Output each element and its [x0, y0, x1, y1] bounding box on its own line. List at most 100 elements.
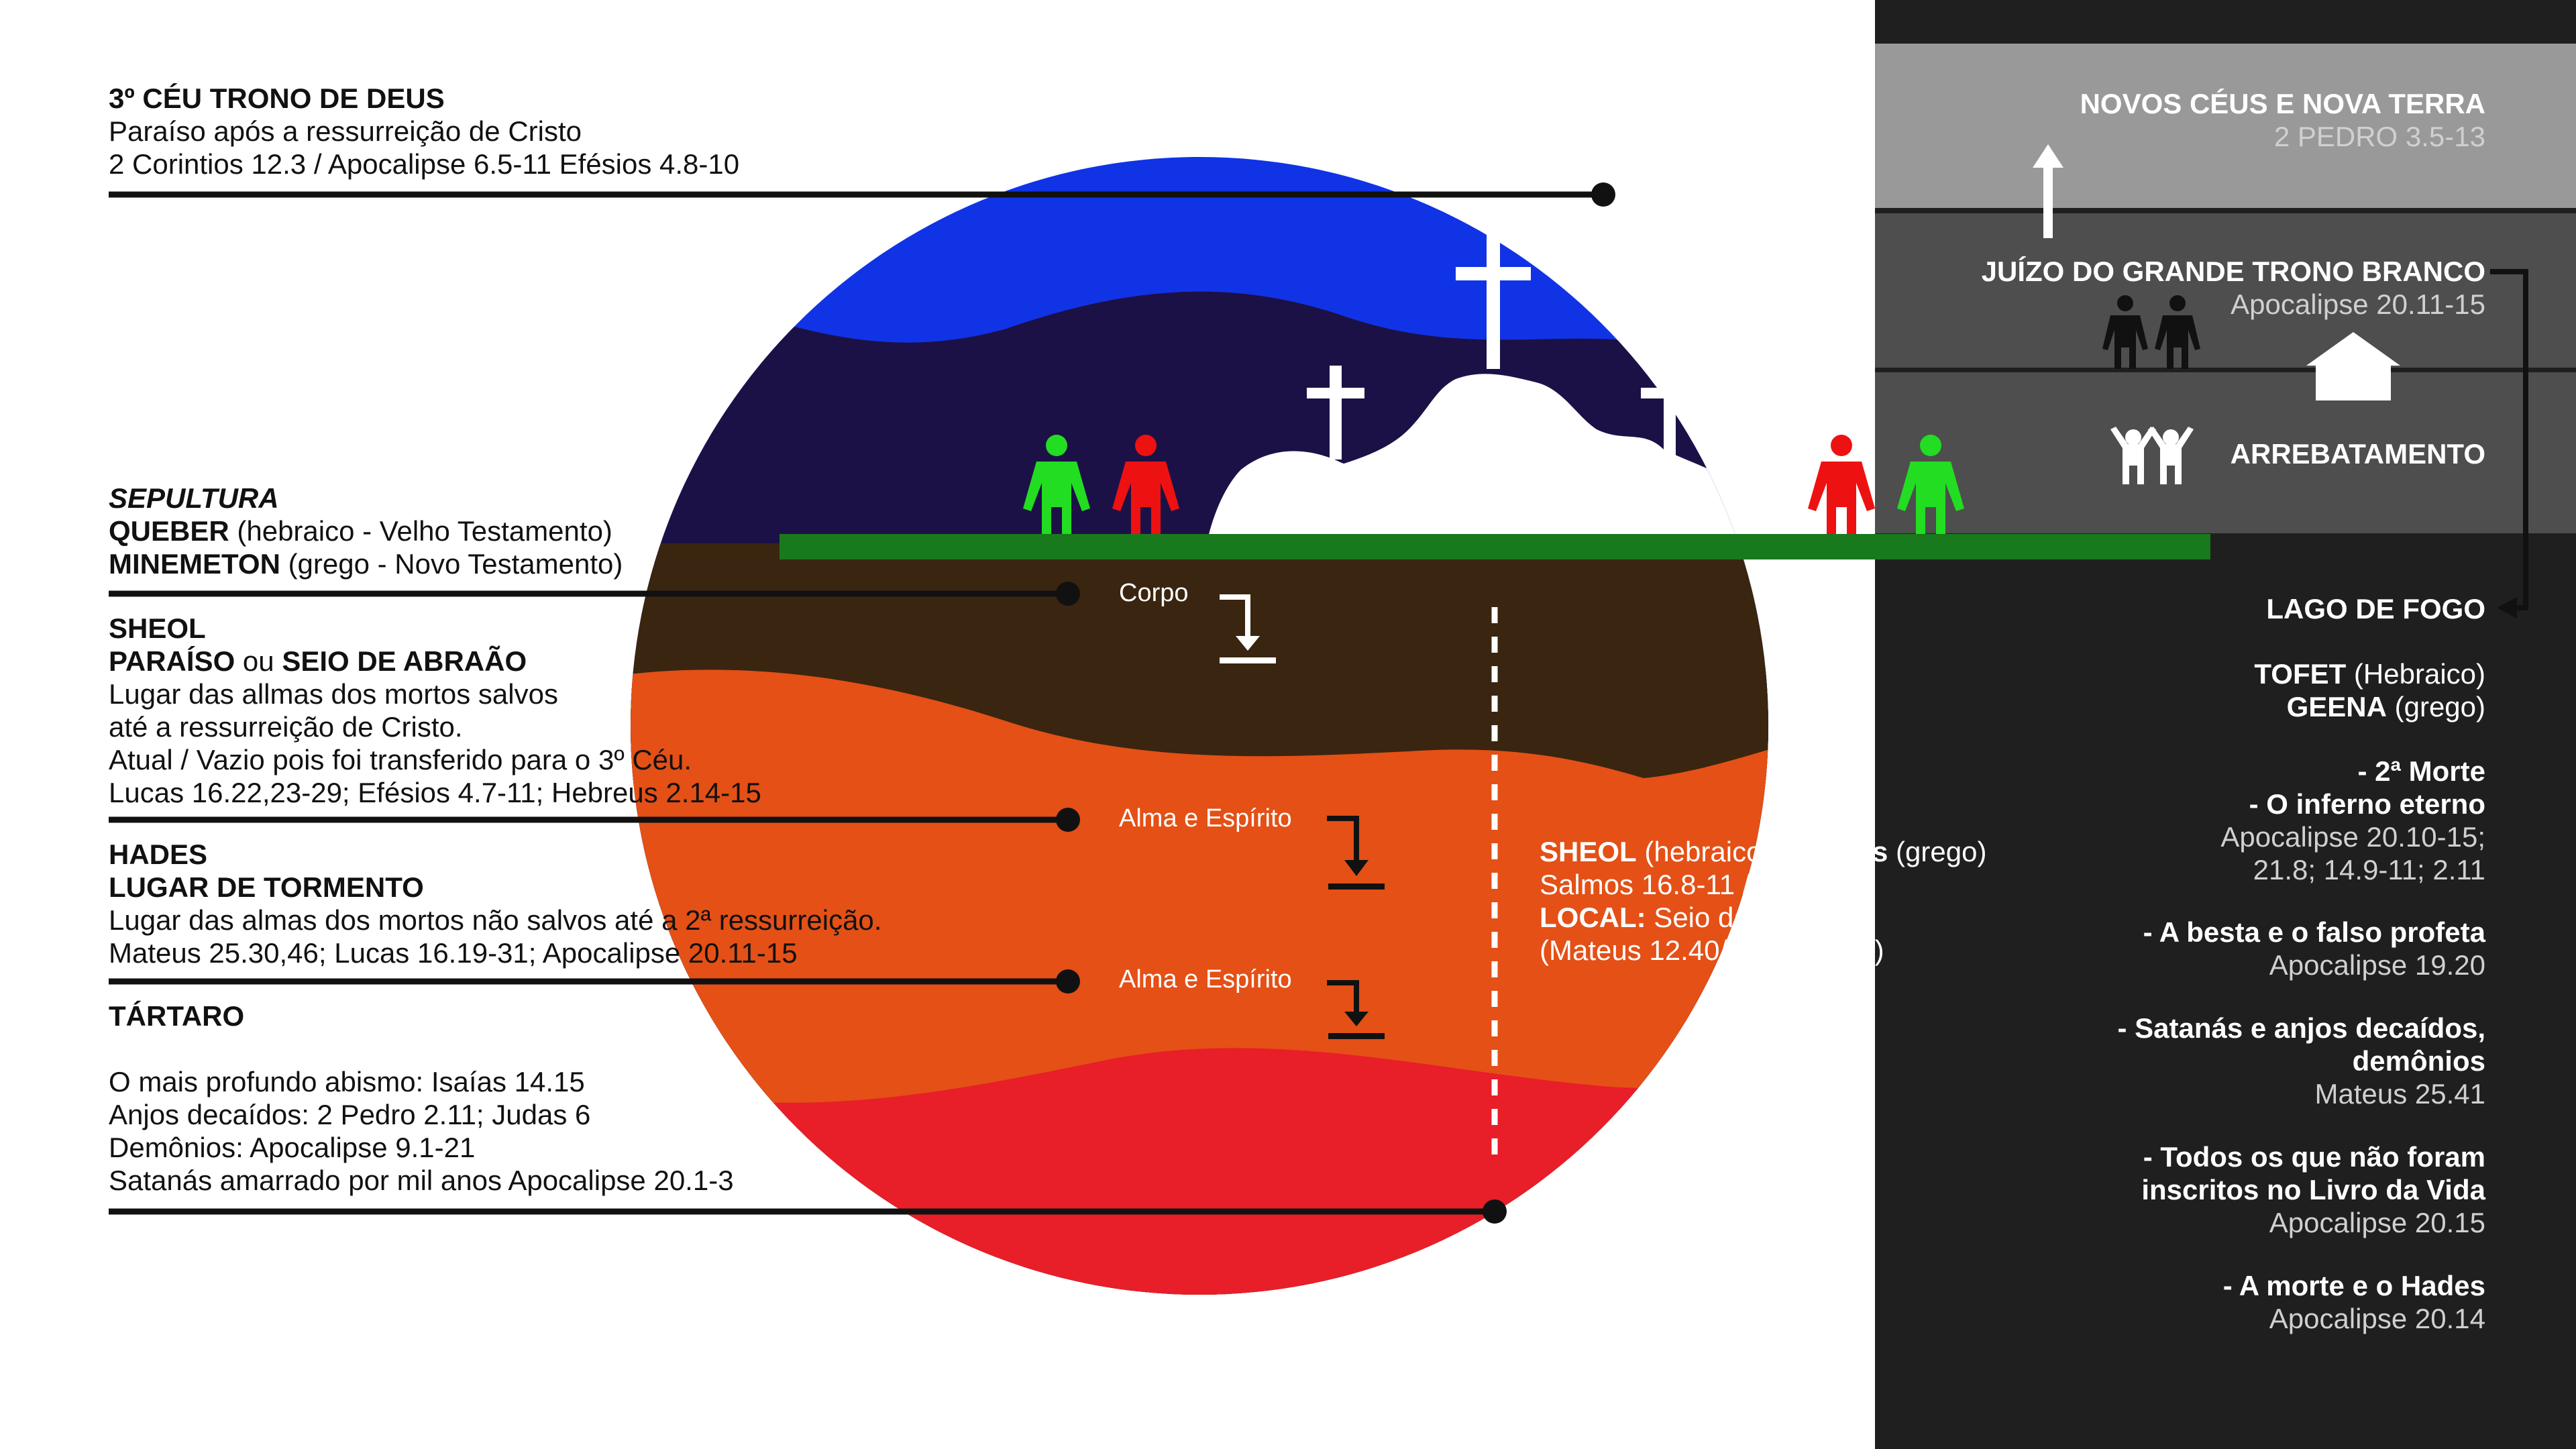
- hades-line1: Lugar das almas dos mortos não salvos at…: [109, 904, 882, 936]
- local-line: LOCAL: Seio da Terra: [1540, 901, 1986, 934]
- local-word: LOCAL:: [1540, 902, 1646, 933]
- person-green-right: [1897, 435, 1964, 535]
- morte-hades-line: - A morte e o Hades: [2222, 1270, 2485, 1301]
- tartaro-block: TÁRTARO O mais profundo abismo: Isaías 1…: [109, 1000, 734, 1197]
- person-red-left: [1112, 435, 1179, 535]
- world-circle: [631, 157, 1768, 1295]
- panel-band-juizo: [1875, 213, 2576, 368]
- todos-ref: Apocalipse 20.15: [2269, 1207, 2485, 1238]
- sheol-title: SHEOL: [109, 612, 206, 644]
- tartaro-title: TÁRTARO: [109, 1000, 245, 1032]
- segunda-morte-block: - 2ª Morte - O inferno eterno Apocalipse…: [2220, 755, 2485, 886]
- satanas-ref: Mateus 25.41: [2314, 1078, 2485, 1110]
- paraiso-line: PARAÍSO ou SEIO DE ABRAÃO: [109, 645, 761, 678]
- segunda-morte-ref2: 21.8; 14.9-11; 2.11: [2253, 854, 2485, 885]
- hades-block: HADES LUGAR DE TORMENTO Lugar das almas …: [109, 838, 881, 969]
- novos-ceus-title: NOVOS CÉUS E NOVA TERRA: [2080, 88, 2485, 119]
- person-green-left: [1023, 435, 1090, 535]
- local-ref: (Mateus 12.40/ Efésios 4.9): [1540, 934, 1884, 966]
- sheol-hades-note: SHEOL (hebraico) = Hades (grego) Salmos …: [1540, 835, 1986, 967]
- juizo-title: JUÍZO DO GRANDE TRONO BRANCO: [1981, 256, 2485, 287]
- bracket-arrow-lago: [2490, 269, 2528, 619]
- hades-word: Hades: [1803, 836, 1888, 867]
- juizo-block: JUÍZO DO GRANDE TRONO BRANCO Apocalipse …: [1982, 255, 2485, 321]
- morte-hades-block: - A morte e o Hades Apocalipse 20.14: [2223, 1269, 2485, 1335]
- minemeton-desc: (grego - Novo Testamento): [280, 548, 623, 580]
- leader-dots: [1056, 182, 1615, 1224]
- tofet-geena-block: TOFET (Hebraico) GEENA (grego): [2254, 657, 2485, 723]
- sheol-hades-line: SHEOL (hebraico) = Hades (grego): [1540, 835, 1986, 868]
- ceu-line2: 2 Corintios 12.3 / Apocalipse 6.5-11 Efé…: [109, 148, 740, 180]
- arrow-alma-2: [1327, 980, 1385, 1039]
- arrow-alma-1: [1327, 816, 1385, 890]
- person-red-right: [1808, 435, 1875, 535]
- sheol-line4: Lucas 16.22,23-29; Efésios 4.7-11; Hebre…: [109, 777, 761, 808]
- panel-band-arrebatamento: [1875, 372, 2576, 533]
- sheol-block: SHEOL PARAÍSO ou SEIO DE ABRAÃO Lugar da…: [109, 612, 761, 809]
- ceu-block: 3º CÉU TRONO DE DEUS Paraíso após a ress…: [109, 82, 739, 180]
- segunda-morte-line1: - 2ª Morte: [2357, 755, 2485, 787]
- people-black-juizo: [2102, 295, 2200, 369]
- ceu-title: 3º CÉU TRONO DE DEUS: [109, 83, 445, 114]
- house-arrow-juizo: [2306, 332, 2400, 400]
- besta-block: - A besta e o falso profeta Apocalipse 1…: [2143, 916, 2485, 981]
- geena-line: GEENA (grego): [2254, 690, 2485, 723]
- seio-word: SEIO DE ABRAÃO: [282, 645, 527, 677]
- tartaro-line3: Demônios: Apocalipse 9.1-21: [109, 1132, 476, 1163]
- queber-line: QUEBER (hebraico - Velho Testamento): [109, 515, 623, 547]
- hades-subtitle: LUGAR DE TORMENTO: [109, 871, 424, 903]
- hades-line2: Mateus 25.30,46; Lucas 16.19-31; Apocali…: [109, 937, 798, 969]
- todos-line1: - Todos os que não foram: [2143, 1141, 2485, 1173]
- todos-line2: inscritos no Livro da Vida: [2141, 1174, 2485, 1205]
- novos-ceus-block: NOVOS CÉUS E NOVA TERRA 2 PEDRO 3.5-13: [2080, 87, 2485, 153]
- besta-ref: Apocalipse 19.20: [2269, 949, 2485, 981]
- cross-center: [1456, 235, 1531, 369]
- satanas-line1: - Satanás e anjos decaídos,: [2117, 1012, 2485, 1044]
- cross-left: [1307, 366, 1364, 460]
- lago-block: LAGO DE FOGO: [2266, 592, 2485, 625]
- geena-word: GEENA: [2286, 691, 2387, 722]
- segunda-morte-ref1: Apocalipse 20.10-15;: [2220, 821, 2485, 853]
- novos-ceus-ref: 2 PEDRO 3.5-13: [2273, 121, 2485, 152]
- morte-hades-ref: Apocalipse 20.14: [2269, 1303, 2485, 1334]
- tofet-line: TOFET (Hebraico): [2254, 657, 2485, 690]
- sheol-refs: Salmos 16.8-11 / Atos 2.27: [1540, 869, 1876, 900]
- ceu-line1: Paraíso após a ressurreição de Cristo: [109, 115, 582, 147]
- tartaro-line1: O mais profundo abismo: Isaías 14.15: [109, 1066, 585, 1097]
- sepultura-block: SEPULTURA QUEBER (hebraico - Velho Testa…: [109, 482, 623, 580]
- tartaro-line2: Anjos decaídos: 2 Pedro 2.11; Judas 6: [109, 1099, 591, 1130]
- juizo-ref: Apocalipse 20.11-15: [2231, 288, 2485, 320]
- sheol-heb: (hebraico) =: [1636, 836, 1804, 867]
- segunda-morte-line2: - O inferno eterno: [2249, 788, 2485, 820]
- cross-right: [1641, 366, 1699, 460]
- lago-title: LAGO DE FOGO: [2266, 593, 2485, 625]
- todos-block: - Todos os que não foram inscritos no Li…: [2141, 1140, 2485, 1239]
- sheol-line3: Atual / Vazio pois foi transferido para …: [109, 744, 692, 775]
- alma-espirito-label-2: Alma e Espírito: [1119, 965, 1292, 994]
- besta-line: - A besta e o falso profeta: [2143, 916, 2485, 948]
- geena-lang: (grego): [2386, 691, 2485, 722]
- arrebatamento-title: ARREBATAMENTO: [2230, 438, 2485, 470]
- grass-line: [780, 534, 2210, 559]
- corpo-label: Corpo: [1119, 579, 1189, 607]
- paraiso-word: PARAÍSO: [109, 645, 235, 677]
- queber-title: QUEBER: [109, 515, 229, 547]
- arrow-corpo: [1220, 594, 1276, 663]
- satanas-line2: demônios: [2352, 1045, 2485, 1077]
- queber-desc: (hebraico - Velho Testamento): [229, 515, 612, 547]
- alma-espirito-label-1: Alma e Espírito: [1119, 804, 1292, 833]
- sheol-word: SHEOL: [1540, 836, 1637, 867]
- minemeton-title: MINEMETON: [109, 548, 280, 580]
- arrebatamento-block: ARREBATAMENTO: [2231, 437, 2485, 470]
- tofet-word: TOFET: [2254, 658, 2347, 690]
- tofet-lang: (Hebraico): [2346, 658, 2485, 690]
- satanas-block: - Satanás e anjos decaídos, demônios Mat…: [2117, 1012, 2485, 1110]
- local-text: Seio da Terra: [1646, 902, 1821, 933]
- hades-grego: (grego): [1888, 836, 1987, 867]
- sheol-line2: até a ressurreição de Cristo.: [109, 711, 463, 743]
- sheol-line1: Lugar das allmas dos mortos salvos: [109, 678, 558, 710]
- people-white-arrebatamento: [2110, 427, 2194, 484]
- calvary-hill-main: [1211, 374, 1768, 543]
- hades-title: HADES: [109, 839, 208, 870]
